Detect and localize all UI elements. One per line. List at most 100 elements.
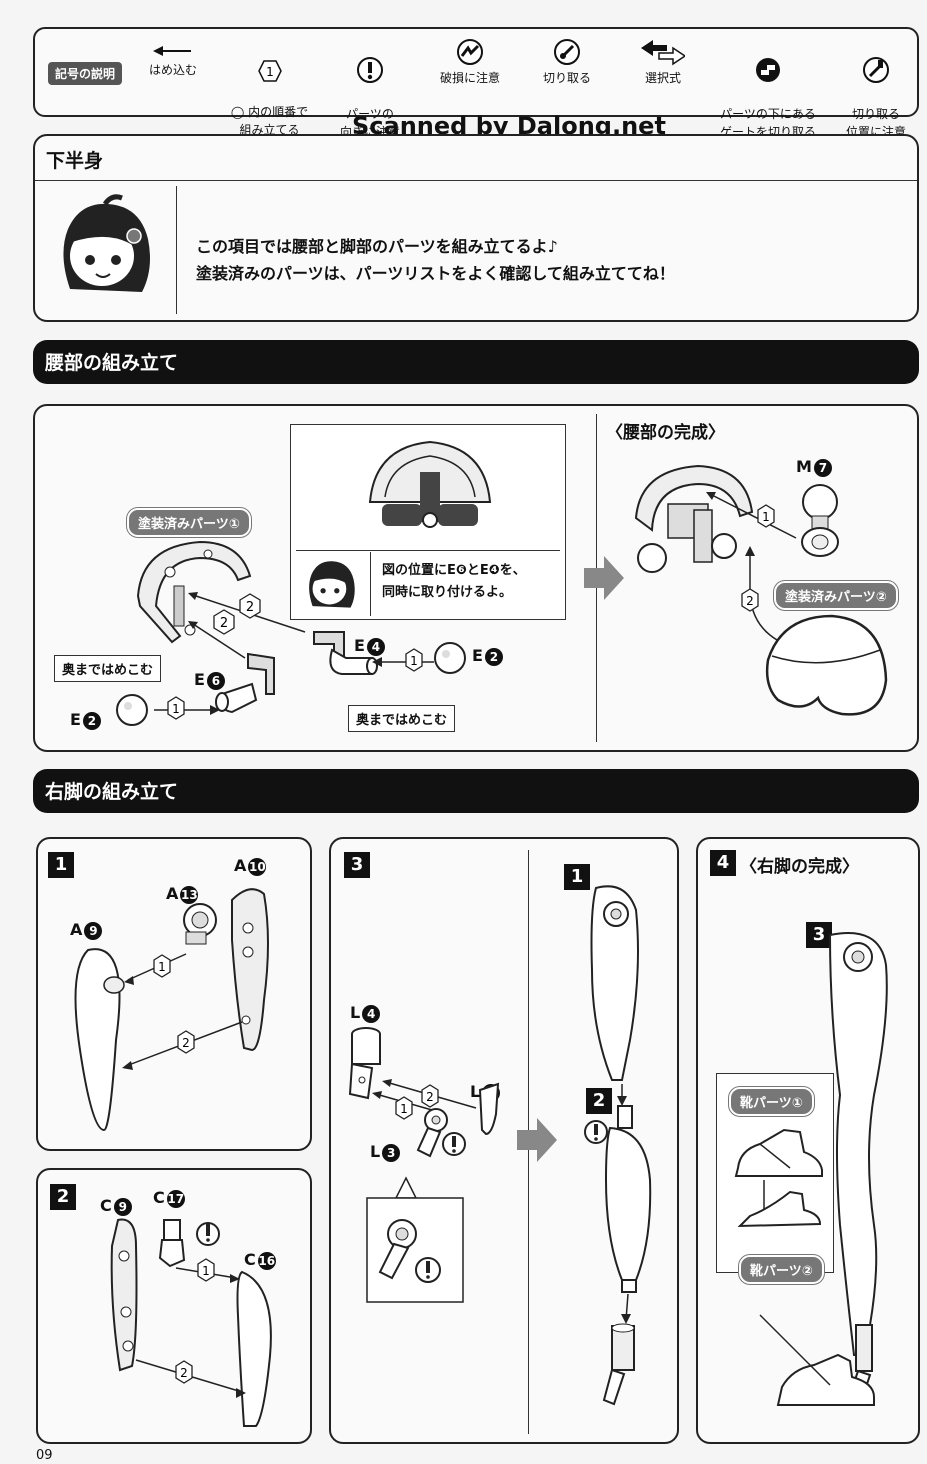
legend-item-order: 1 ◯ 内の順番で 組み立てる	[222, 42, 317, 139]
lower-body-divider	[35, 180, 917, 181]
leg3-hex-2: 2	[426, 1090, 434, 1104]
cut-position-icon	[863, 57, 889, 83]
waist-hint-illustration	[368, 440, 492, 528]
legend-item-cut: 切り取る	[532, 38, 602, 87]
right-leg-section-header: 右脚の組み立て	[33, 769, 919, 813]
waist-complete-title: 〈腰部の完成〉	[606, 423, 725, 443]
legend-item-breakage: 破損に注意	[430, 38, 510, 87]
step-1-hex-right: 1	[410, 654, 418, 668]
num-m7: 7	[813, 458, 832, 477]
waist-complete-art	[634, 464, 754, 573]
legend-item-cut-position: 切り取る 位置に注意	[836, 38, 916, 141]
legend-title: 記号の説明	[48, 62, 123, 85]
press-fully-note-left: 奥まではめこむ	[54, 655, 162, 682]
step-2-hex-a: 2	[246, 600, 254, 615]
leg2-hex-1: 1	[202, 1264, 210, 1278]
shoe-part-2-label: 靴パーツ②	[739, 1255, 824, 1284]
num-e4: 4	[366, 637, 385, 656]
painted-part-1-label: 塗装済みパーツ①	[127, 508, 251, 537]
waist-hint-vline	[370, 552, 371, 616]
num-l4: 4	[362, 1004, 381, 1023]
step-2-hex-butt: 2	[746, 594, 754, 608]
step-1-hex-m7: 1	[762, 510, 770, 524]
num-e6: 6	[206, 671, 225, 690]
hex-number: 1	[266, 65, 274, 79]
num-a10: 10	[248, 857, 267, 876]
exclamation-icon	[357, 57, 383, 83]
num-c17: 17	[166, 1189, 185, 1208]
leg1-hex-2: 2	[182, 1036, 190, 1050]
waist-hint-text: 図の位置にE❻とE❹を、 同時に取り付けるよ。	[382, 563, 526, 600]
lower-body-panel	[33, 134, 919, 322]
gate-cut-icon	[756, 58, 780, 82]
lower-body-title: 下半身	[46, 150, 104, 172]
sphere-e2-left-art	[116, 694, 148, 726]
shoe-part-1-label: 靴パーツ①	[729, 1087, 814, 1116]
num-c9: 9	[113, 1197, 132, 1216]
leg-step3-parts-art: 2 1	[348, 1027, 500, 1158]
lower-body-line2: 塗装済みのパーツは、パーツリストをよく確認して組み立ててね！	[196, 264, 675, 283]
next-arrow-icon-2	[517, 1118, 557, 1162]
cut-icon	[554, 39, 580, 65]
mascot-avatar	[63, 194, 150, 292]
leg-step3-sub1: 1	[564, 864, 590, 890]
waist-hint-hline	[296, 550, 560, 551]
page-number: 09	[36, 1448, 53, 1463]
legend-item-press-fit: はめ込む	[138, 44, 208, 79]
num-a13: 13	[180, 885, 199, 904]
sphere-e2-right-art	[434, 642, 466, 674]
mascot-small-avatar	[309, 561, 355, 608]
part-m7-art	[801, 484, 839, 557]
leg-step2-art: 1 2	[110, 1218, 272, 1427]
right-leg-complete-title: 〈右脚の完成〉	[740, 857, 859, 877]
waist-assembly-lines: 2 2	[188, 592, 306, 659]
leg2-hex-2: 2	[180, 1366, 188, 1380]
num-l3: 3	[382, 1143, 401, 1162]
painted-part-2-label: 塗装済みパーツ②	[774, 581, 898, 610]
legend-item-choice: 選択式	[628, 38, 698, 87]
leg-step3-result-art	[584, 885, 652, 1406]
step-2-hex-b: 2	[220, 616, 228, 631]
leg-step4-sub3: 3	[806, 922, 832, 948]
hex-number-icon: 1	[257, 60, 282, 82]
leg-step1-art: 1 2	[74, 888, 269, 1132]
leg-step4-number: 4	[710, 850, 736, 876]
leg-step3-detail-inset	[366, 1176, 464, 1303]
leg1-hex-1: 1	[158, 960, 166, 974]
leg3-hex-1: 1	[400, 1102, 408, 1116]
arrow-left-icon	[153, 46, 191, 56]
leg-step3-number: 3	[344, 852, 370, 878]
legend-item-gate-cut: パーツの下にある ゲートを切り取る	[712, 38, 824, 141]
waist-section-header: 腰部の組み立て	[33, 340, 919, 384]
leg-step1-number: 1	[48, 852, 74, 878]
part-e6-art	[215, 652, 275, 714]
step-1-hex-left: 1	[172, 702, 180, 716]
right-leg-complete-art	[759, 932, 888, 1406]
lower-body-line1: この項目では腰部と脚部のパーツを組み立てるよ♪	[196, 237, 558, 256]
leg-step3-sub2: 2	[586, 1088, 612, 1114]
part-e4-art	[313, 631, 378, 675]
lower-body-vdivider	[176, 186, 177, 314]
choice-arrows-icon	[641, 40, 685, 66]
press-fully-note-right: 奥まではめこむ	[348, 705, 456, 732]
num-c16: 16	[257, 1251, 276, 1270]
next-arrow-icon	[584, 556, 624, 600]
break-warning-icon	[457, 39, 483, 65]
num-e2-right: 2	[484, 647, 503, 666]
waist-step1-arrows: 1 1	[154, 648, 434, 720]
shoe-options-art	[734, 1128, 823, 1228]
leg-step2-number: 2	[50, 1184, 76, 1210]
